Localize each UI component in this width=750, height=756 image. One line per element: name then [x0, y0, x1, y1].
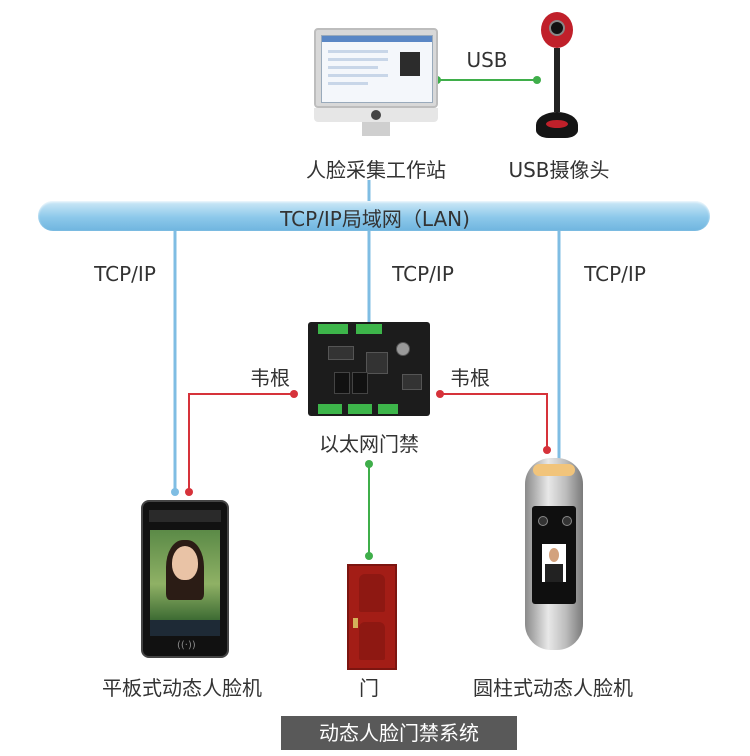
tcpip-label-right: TCP/IP: [584, 262, 646, 286]
controller-label: 以太网门禁: [319, 432, 419, 456]
lan-bus: [38, 201, 710, 231]
usb-camera-icon: [532, 12, 582, 142]
wiegand-label-left: 韦根: [250, 366, 290, 390]
usb-dot-right: [533, 76, 541, 84]
workstation-label: 人脸采集工作站: [306, 158, 446, 182]
computer-monitor-icon: [314, 28, 438, 136]
pillar-label: 圆柱式动态人脸机: [473, 676, 633, 700]
door-icon: [347, 564, 397, 670]
tcpip-label-center: TCP/IP: [392, 262, 454, 286]
tablet-face-terminal-icon: ((·)): [141, 500, 229, 658]
wiegand-wire-right: [440, 393, 548, 450]
door-label: 门: [359, 676, 379, 700]
wiegand-wire-left: [188, 393, 294, 492]
lan-dot-left: [171, 488, 179, 496]
tablet-label: 平板式动态人脸机: [102, 676, 262, 700]
wiegand-dot-right-bottom: [543, 446, 551, 454]
wiegand-label-right: 韦根: [450, 366, 490, 390]
wiegand-dot-left-bottom: [185, 488, 193, 496]
door-dot-top: [365, 460, 373, 468]
camera-label: USB摄像头: [508, 158, 610, 182]
wiegand-dot-right-top: [436, 390, 444, 398]
lan-label: TCP/IP局域网（LAN): [280, 207, 470, 231]
controller-board-icon: [308, 322, 430, 416]
pillar-face-terminal-icon: [525, 458, 583, 650]
wiegand-dot-left-top: [290, 390, 298, 398]
door-dot-bottom: [365, 552, 373, 560]
system-title: 动态人脸门禁系统: [281, 716, 517, 750]
tcpip-label-left: TCP/IP: [94, 262, 156, 286]
usb-label: USB: [466, 48, 508, 72]
